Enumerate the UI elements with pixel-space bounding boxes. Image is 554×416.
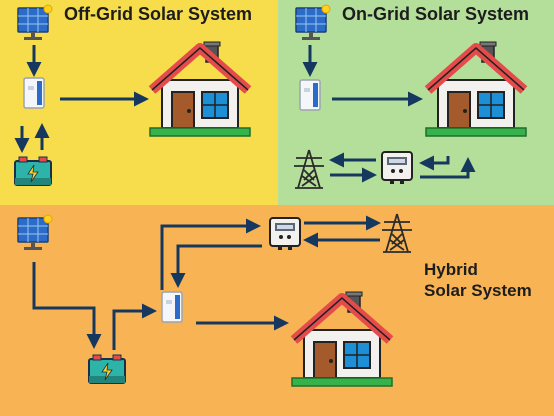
- hybrid-arrow-meter-to-inverter: [170, 244, 262, 288]
- on-grid-arrow-meter-to-house: [420, 157, 476, 179]
- hybrid-arrow-battery-to-inverter: [112, 303, 157, 350]
- off-grid-battery-icon: [14, 156, 52, 186]
- on-grid-title: On-Grid Solar System: [342, 4, 530, 24]
- on-grid-transmission-tower-icon: [293, 149, 325, 189]
- on-grid-inverter-icon: [299, 79, 321, 111]
- hybrid-battery-icon: [88, 354, 126, 384]
- off-grid-house-icon: [150, 42, 250, 136]
- hybrid-arrow-inverter-to-meter: [160, 218, 261, 290]
- hybrid-solar-panel-icon: [17, 214, 53, 251]
- hybrid-transmission-tower-icon: [381, 213, 413, 253]
- on-grid-solar-panel-icon: [295, 4, 331, 41]
- hybrid-electric-meter-icon: [269, 217, 301, 251]
- on-grid-house-icon: [426, 42, 526, 136]
- hybrid-title-line1: Hybrid: [424, 260, 478, 279]
- on-grid-arrow-house-to-meter: [419, 155, 450, 171]
- hybrid-house-icon: [292, 292, 392, 386]
- on-grid-electric-meter-icon: [381, 151, 413, 185]
- off-grid-inverter-icon: [23, 77, 45, 109]
- off-grid-solar-panel-icon: [17, 4, 53, 41]
- hybrid-inverter-icon: [161, 291, 183, 323]
- off-grid-title: Off-Grid Solar System: [64, 4, 253, 24]
- hybrid-arrow-panel-to-battery: [32, 262, 102, 349]
- hybrid-title-line2: Solar System: [424, 281, 532, 300]
